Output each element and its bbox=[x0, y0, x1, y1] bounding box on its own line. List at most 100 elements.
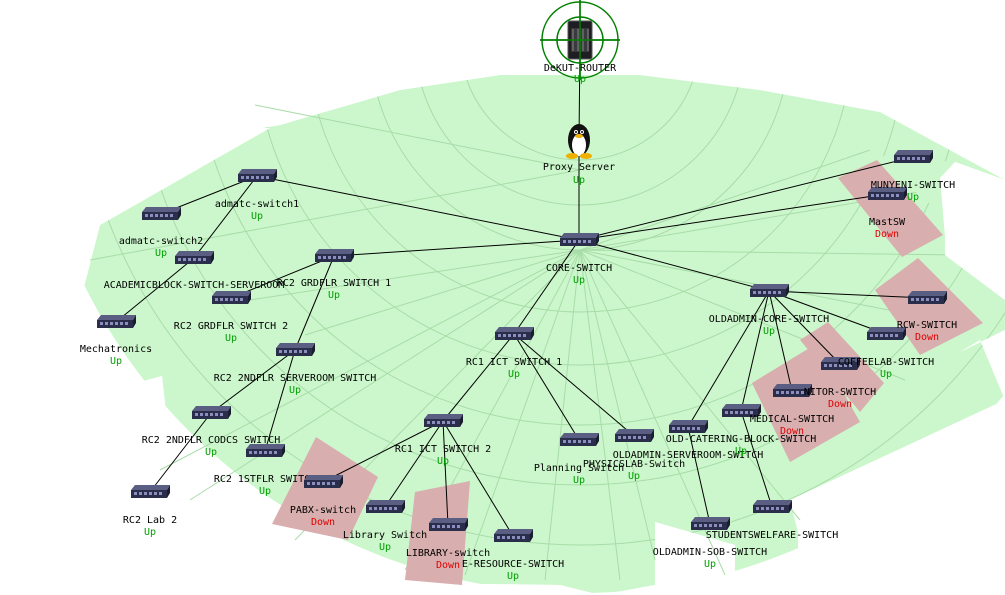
background-mask bbox=[600, 400, 1005, 595]
switch-icon bbox=[238, 169, 277, 182]
switch-icon bbox=[560, 433, 599, 446]
node-studentswelfare[interactable]: STUDENTSWELFARE-SWITCH bbox=[706, 500, 838, 541]
switch-icon bbox=[212, 291, 251, 304]
node-academic[interactable]: ACADEMICBLOCK-SWITCH-SERVEROOM bbox=[104, 251, 285, 291]
linux-penguin-icon bbox=[566, 124, 592, 159]
node-label: OLDADMIN-CORE-SWITCH bbox=[709, 314, 829, 325]
link-rc1ict2-pabx bbox=[322, 420, 444, 483]
switch-icon bbox=[131, 485, 170, 498]
node-label: MastSW bbox=[869, 217, 906, 228]
radial-spoke bbox=[464, 249, 581, 576]
node-label: Planning Switch bbox=[534, 463, 624, 474]
radial-spoke bbox=[189, 249, 581, 501]
radial-spoke bbox=[579, 149, 871, 251]
link-oldcatering-studentswelfare bbox=[740, 410, 773, 508]
down-sector-mastsw bbox=[838, 160, 943, 257]
node-label: NITOR-SWITCH bbox=[804, 387, 876, 398]
node-label: OLDADMIN-SERVEROOM-SWITCH bbox=[613, 450, 764, 461]
radial-spoke bbox=[254, 104, 581, 171]
node-rc2lab[interactable]: RC2 Lab 2Up bbox=[123, 485, 177, 538]
links bbox=[115, 39, 928, 537]
node-label: admatc-switch2 bbox=[119, 236, 203, 247]
status-up: Up bbox=[289, 385, 301, 396]
switch-icon bbox=[304, 475, 343, 488]
switch-icon bbox=[669, 420, 708, 433]
link-rc1ict2-librarysw bbox=[442, 420, 449, 526]
node-label: MEDICAL-SWITCH bbox=[750, 414, 834, 425]
node-rc2grd2[interactable]: RC2 GRDFLR SWITCH 2Up bbox=[174, 291, 288, 344]
node-label: Mechatronics bbox=[80, 344, 152, 355]
switch-icon bbox=[560, 233, 599, 246]
radial-spoke bbox=[579, 249, 961, 256]
status-up: Up bbox=[507, 571, 519, 582]
link-core-oldadmincore bbox=[578, 239, 770, 292]
link-rc1ict1-physics bbox=[513, 333, 635, 437]
switch-icon bbox=[773, 384, 812, 397]
node-rc1ict2[interactable]: RC1 ICT SWITCH 2Up bbox=[395, 414, 491, 467]
radial-spoke bbox=[544, 249, 581, 581]
switch-icon bbox=[722, 404, 761, 417]
link-academic-mechatronics bbox=[115, 257, 195, 323]
status-up: Up bbox=[155, 248, 167, 259]
node-rc2grd1[interactable]: RC2 GRDFLR SWITCH 1Up bbox=[277, 249, 391, 301]
node-label: admatc-switch1 bbox=[215, 199, 299, 210]
link-rc1ict2-eresource bbox=[442, 420, 514, 537]
node-oldadminsrv[interactable]: OLDADMIN-SERVEROOM-SWITCH bbox=[613, 420, 764, 461]
node-label: RC2 2NDFLR SERVEROOM SWITCH bbox=[214, 373, 377, 384]
radial-spoke bbox=[249, 249, 581, 301]
status-down: Down bbox=[915, 332, 939, 343]
switch-icon bbox=[908, 291, 947, 304]
link-oldadmincore-rcw bbox=[768, 290, 928, 299]
link-rc2codcs-rc2lab bbox=[149, 412, 212, 493]
status-up: Up bbox=[205, 447, 217, 458]
down-sector-pabx bbox=[272, 437, 378, 540]
status-up: Up bbox=[508, 369, 520, 380]
node-label: RC2 1STFLR SWITCH bbox=[214, 474, 316, 485]
status-down: Down bbox=[436, 560, 460, 571]
status-up: Up bbox=[144, 527, 156, 538]
node-rc1ict1[interactable]: RC1 ICT SWITCH 1Up bbox=[466, 327, 562, 380]
status-up: Up bbox=[110, 356, 122, 367]
background-mask bbox=[0, 496, 600, 595]
link-rc2srv-rc21st bbox=[264, 349, 296, 452]
status-up: Up bbox=[328, 290, 340, 301]
switch-icon bbox=[315, 249, 354, 262]
link-rc1ict2-library bbox=[384, 420, 444, 508]
radial-spoke bbox=[304, 249, 581, 336]
link-core-mastsw bbox=[578, 193, 888, 241]
status-up: Up bbox=[628, 471, 640, 482]
link-rc2grd1-rc2srv bbox=[294, 255, 335, 351]
node-label: ACADEMICBLOCK-SWITCH-SERVEROOM bbox=[104, 280, 285, 291]
switch-icon bbox=[246, 444, 285, 457]
node-label: RC1 ICT SWITCH 1 bbox=[466, 357, 562, 368]
status-up: Up bbox=[259, 486, 271, 497]
node-label: E-RESOURCE-SWITCH bbox=[462, 559, 564, 570]
link-core-rc1ict1 bbox=[513, 239, 580, 335]
